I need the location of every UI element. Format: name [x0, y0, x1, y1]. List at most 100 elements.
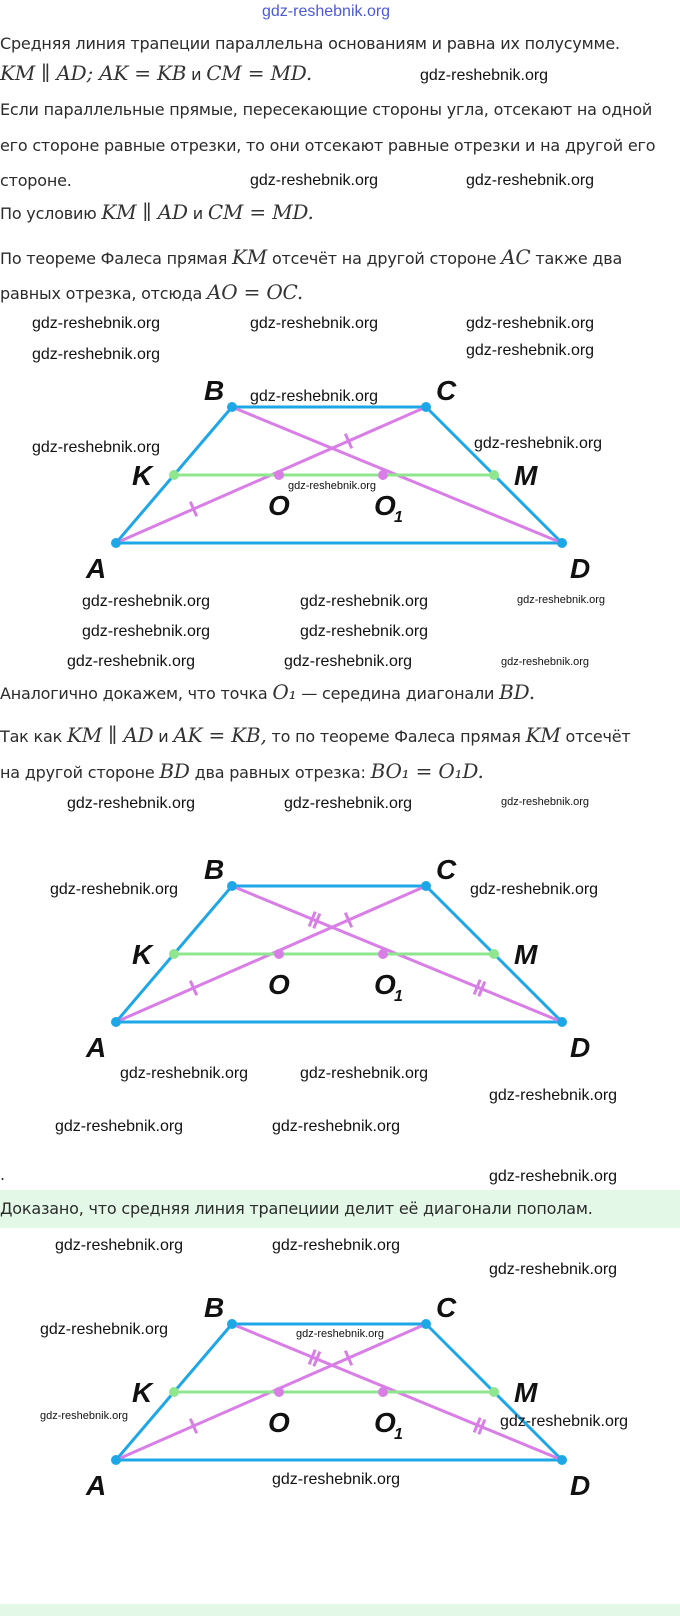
watermark: gdz-reshebnik.org: [55, 1118, 184, 1135]
vertex-point-b: [227, 1319, 237, 1329]
math-expression: AO = OC.: [207, 280, 304, 304]
label-k: K: [132, 939, 154, 970]
text-segment: равных отрезка, отсюда: [0, 284, 208, 303]
watermark: gdz-reshebnik.org: [288, 480, 377, 492]
watermark: gdz-reshebnik.org: [296, 1328, 385, 1340]
watermark: gdz-reshebnik.org: [501, 656, 590, 668]
equal-tick-mark: [188, 1418, 199, 1434]
watermark: gdz-reshebnik.org: [82, 623, 211, 640]
text-segment: Средняя линия трапеции параллельна основ…: [0, 34, 620, 53]
watermark: gdz-reshebnik.org: [284, 795, 413, 812]
text-line: По теореме Фалеса прямая KM отсечёт на д…: [0, 245, 623, 269]
equal-tick-mark: [188, 980, 199, 996]
watermark: gdz-reshebnik.org: [50, 881, 179, 898]
vertex-point-b: [227, 402, 237, 412]
label-m: M: [514, 460, 538, 491]
watermark: gdz-reshebnik.org: [501, 796, 590, 808]
watermark: gdz-reshebnik.org: [284, 653, 413, 670]
double-tick-mark: [472, 1417, 482, 1434]
text-segment: два равных отрезка:: [189, 763, 371, 782]
intersection-point-o: [274, 949, 284, 959]
watermark: gdz-reshebnik.org: [250, 172, 379, 189]
watermark: gdz-reshebnik.org: [250, 388, 379, 405]
text-segment: то по теореме Фалеса прямая: [266, 727, 526, 746]
text-line: KM ∥ AD; AK = KB и CM = MD.: [0, 61, 313, 85]
intersection-point-o1: [378, 949, 388, 959]
equal-tick-mark: [343, 1350, 354, 1366]
midpoint-k: [169, 1387, 179, 1397]
conclusion-band: [0, 1190, 680, 1228]
label-o: O: [268, 969, 290, 1000]
watermark: gdz-reshebnik.org: [489, 1261, 618, 1278]
label-a: A: [85, 1032, 106, 1063]
label-c: C: [436, 1292, 457, 1323]
midpoint-m: [489, 1387, 499, 1397]
site-header-link[interactable]: gdz-reshebnik.org: [262, 3, 391, 20]
label-d: D: [570, 1470, 590, 1501]
watermark: gdz-reshebnik.org: [300, 593, 429, 610]
watermark: gdz-reshebnik.org: [55, 1237, 184, 1254]
watermark: gdz-reshebnik.org: [40, 1321, 169, 1338]
label-m: M: [514, 939, 538, 970]
text-segment: его стороне равные отрезки, то они отсек…: [0, 136, 656, 155]
math-expression: CM = MD.: [206, 61, 313, 85]
watermark: gdz-reshebnik.org: [300, 1065, 429, 1082]
double-tick-mark: [472, 979, 482, 996]
math-expression: O₁: [272, 680, 297, 704]
text-line: Так как KM ∥ AD и AK = KB, то по теореме…: [0, 723, 631, 747]
label-d: D: [570, 1032, 590, 1063]
label-k: K: [132, 460, 154, 491]
label-o1-subscript: 1: [394, 1426, 403, 1443]
intersection-point-o: [274, 1387, 284, 1397]
watermark: gdz-reshebnik.org: [32, 439, 161, 456]
vertex-point-a: [111, 1017, 121, 1027]
watermark: gdz-reshebnik.org: [82, 593, 211, 610]
math-expression: KM ∥ AD: [101, 200, 188, 224]
text-line: .: [0, 1165, 5, 1184]
watermark: gdz-reshebnik.org: [67, 795, 196, 812]
vertex-point-a: [111, 1455, 121, 1465]
double-tick-mark: [477, 1418, 487, 1435]
vertex-point-d: [557, 538, 567, 548]
math-expression: KM ∥ AD: [66, 723, 154, 747]
double-tick-mark: [312, 912, 322, 929]
text-segment: Так как: [0, 727, 67, 746]
math-expression: BO₁ = O₁D.: [370, 759, 484, 783]
label-a: A: [85, 553, 106, 584]
text-segment: и: [187, 204, 208, 223]
label-k: K: [132, 1377, 154, 1408]
math-expression: AC: [501, 245, 531, 269]
text-segment: Аналогично докажем, что точка: [0, 684, 273, 703]
text-segment: и: [186, 65, 207, 84]
math-expression: KM ∥ AD; AK = KB: [0, 61, 187, 85]
math-expression: BD: [159, 759, 190, 783]
text-segment: .: [0, 1165, 5, 1184]
midpoint-m: [489, 949, 499, 959]
label-b: B: [204, 375, 224, 406]
watermark: gdz-reshebnik.org: [466, 342, 595, 359]
watermark: gdz-reshebnik.org: [466, 315, 595, 332]
label-b: B: [204, 1292, 224, 1323]
double-tick-mark: [477, 980, 487, 997]
math-expression: BD.: [499, 680, 535, 704]
label-o1: O: [374, 969, 396, 1000]
equal-tick-mark: [188, 501, 199, 517]
label-m: M: [514, 1377, 538, 1408]
midpoint-k: [169, 470, 179, 480]
vertex-point-c: [421, 1319, 431, 1329]
vertex-point-c: [421, 881, 431, 891]
text-segment: также два: [530, 249, 623, 268]
intersection-point-o: [274, 470, 284, 480]
label-a: A: [85, 1470, 106, 1501]
label-o1-subscript: 1: [394, 509, 403, 526]
text-segment: на другой стороне: [0, 763, 160, 782]
label-c: C: [436, 375, 457, 406]
text-line: стороне.: [0, 171, 72, 190]
text-segment: и: [153, 727, 174, 746]
watermark: gdz-reshebnik.org: [272, 1471, 401, 1488]
watermark: gdz-reshebnik.org: [500, 1413, 629, 1430]
